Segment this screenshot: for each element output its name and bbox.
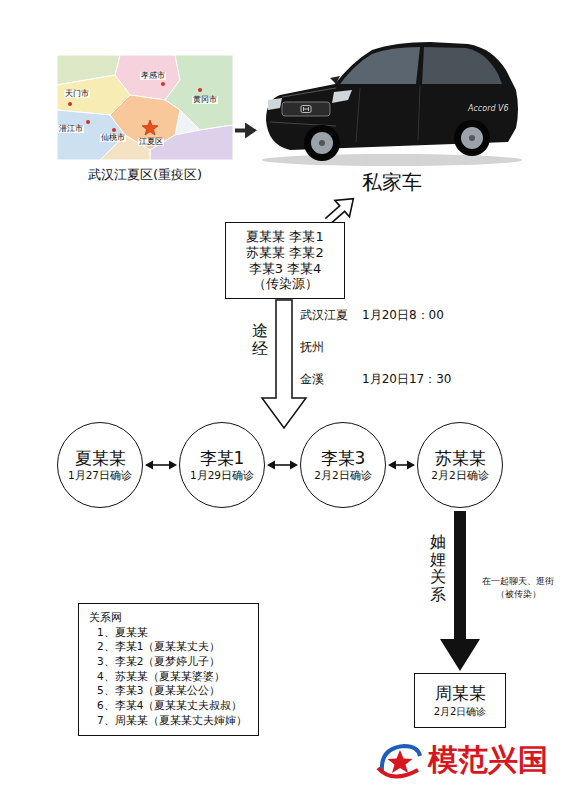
relation-title: 关系网 bbox=[89, 610, 122, 625]
map-label: 江夏区 bbox=[138, 138, 164, 146]
confirm-date: 1月27日确诊 bbox=[68, 469, 132, 483]
relation-item: 5、李某3（夏某某公公） bbox=[97, 683, 220, 698]
relation-item: 6、李某4（夏某某丈夫叔叔） bbox=[97, 698, 242, 713]
city-dot bbox=[68, 102, 72, 106]
connector bbox=[326, 199, 353, 223]
connector bbox=[235, 122, 257, 138]
connector-line bbox=[395, 464, 408, 466]
route-arrow bbox=[262, 300, 306, 428]
route-label: 途经 bbox=[252, 322, 268, 357]
car-logo bbox=[304, 107, 309, 111]
case-name: 周某某 bbox=[435, 682, 486, 704]
arrow-head bbox=[245, 122, 257, 138]
car-rim bbox=[311, 132, 333, 154]
confirm-date: 1月29日确诊 bbox=[190, 469, 254, 483]
map-label: 天门市 bbox=[64, 90, 90, 98]
source-list: 夏某某 李某1 苏某某 李某2 李某3 李某4 （传染源） bbox=[235, 229, 335, 291]
car-hub bbox=[319, 140, 325, 146]
case-box: 周某某2月2日确诊 bbox=[414, 673, 506, 728]
relation-item: 2、李某1（夏某某丈夫） bbox=[97, 639, 220, 654]
connector-line bbox=[235, 128, 246, 132]
case-name: 夏某某 bbox=[75, 447, 126, 469]
map-label: 孝感市 bbox=[140, 72, 166, 80]
transmission-note: 在一起聊天、逛街 （被传染） bbox=[476, 575, 560, 600]
arrow-head bbox=[388, 461, 396, 470]
connector-line bbox=[454, 511, 466, 642]
car-picture bbox=[262, 42, 522, 166]
car-grille bbox=[282, 102, 330, 116]
arrow-head bbox=[407, 461, 415, 470]
car-door-line bbox=[356, 86, 420, 142]
car-hood-line bbox=[282, 88, 336, 97]
watermark: 模范兴国 bbox=[428, 742, 548, 778]
case-name: 李某3 bbox=[321, 447, 366, 469]
logo-icon bbox=[378, 746, 420, 777]
map-picture bbox=[57, 55, 233, 160]
map-caption: 武汉江夏区(重疫区) bbox=[88, 167, 202, 183]
map-label: 潜江市 bbox=[58, 125, 84, 133]
confirm-date: 2月2日确诊 bbox=[431, 469, 488, 483]
confirm-date: 2月2日确诊 bbox=[314, 469, 371, 483]
car-logo bbox=[301, 106, 311, 113]
case-circle: 李某11月29日确诊 bbox=[179, 422, 265, 508]
city-dot bbox=[198, 88, 202, 92]
relation-box: 关系网1、夏某某2、李某1（夏某某丈夫）3、李某2（夏梦婷儿子）4、苏某某（夏某… bbox=[78, 603, 259, 736]
edge-label: 妯娌关系 bbox=[430, 533, 446, 603]
confirm-date: 2月2日确诊 bbox=[434, 705, 487, 719]
car-mirror bbox=[330, 76, 340, 84]
connector bbox=[388, 461, 415, 470]
relation-item: 1、夏某某 bbox=[97, 625, 148, 640]
relation-item: 7、周某某（夏某某丈夫婶婶） bbox=[97, 713, 247, 728]
route-time: 1月20日8：00 bbox=[362, 308, 444, 322]
car-wheel bbox=[304, 125, 340, 161]
source-box: 夏某某 李某1 苏某某 李某2 李某3 李某4 （传染源） bbox=[225, 222, 345, 299]
connector bbox=[440, 511, 480, 671]
route-place: 抚州 bbox=[300, 340, 324, 354]
map-label: 仙桃市 bbox=[100, 134, 126, 142]
city-dot bbox=[161, 82, 165, 86]
logo-swoosh bbox=[378, 768, 418, 777]
route-place: 武汉江夏 bbox=[300, 308, 348, 322]
map-label: 黄冈市 bbox=[192, 96, 218, 104]
car-wheel bbox=[454, 120, 490, 156]
connector-hollow bbox=[326, 205, 346, 223]
car-rim bbox=[461, 127, 483, 149]
car-body bbox=[266, 42, 518, 150]
case-circle: 李某32月2日确诊 bbox=[300, 422, 386, 508]
logo-swoosh bbox=[382, 746, 420, 772]
car-bumper bbox=[270, 122, 336, 126]
relation-item: 4、苏某某（夏某某婆婆） bbox=[97, 669, 225, 684]
case-circle: 苏某某2月2日确诊 bbox=[417, 422, 503, 508]
arrow-head bbox=[145, 461, 153, 470]
logo-star bbox=[388, 750, 413, 773]
badge-text: Accord V6 bbox=[468, 104, 509, 114]
city-dot bbox=[86, 120, 90, 124]
case-circle: 夏某某1月27日确诊 bbox=[57, 422, 143, 508]
arrow-head bbox=[169, 461, 177, 470]
car-headlight bbox=[268, 98, 282, 110]
car-windshield bbox=[340, 47, 420, 84]
arrow-head bbox=[440, 639, 480, 671]
route-time: 1月20日17：30 bbox=[362, 372, 451, 386]
case-name: 苏某某 bbox=[435, 447, 486, 469]
route-place: 金溪 bbox=[300, 372, 324, 386]
car-headlight bbox=[332, 90, 352, 103]
arrow-head bbox=[290, 461, 298, 470]
connector bbox=[145, 461, 177, 470]
connector-line bbox=[152, 464, 170, 466]
relation-item: 3、李某2（夏梦婷儿子） bbox=[97, 654, 220, 669]
car-caption: 私家车 bbox=[362, 170, 422, 194]
location-star bbox=[142, 120, 158, 135]
car-shadow bbox=[262, 154, 522, 166]
map-ground bbox=[57, 55, 233, 160]
city-dot bbox=[112, 128, 116, 132]
car-hub bbox=[469, 135, 475, 141]
connector bbox=[267, 461, 298, 470]
connector-line bbox=[274, 464, 291, 466]
arrow-head bbox=[267, 461, 275, 470]
case-name: 李某1 bbox=[200, 447, 245, 469]
car-window bbox=[422, 47, 502, 84]
